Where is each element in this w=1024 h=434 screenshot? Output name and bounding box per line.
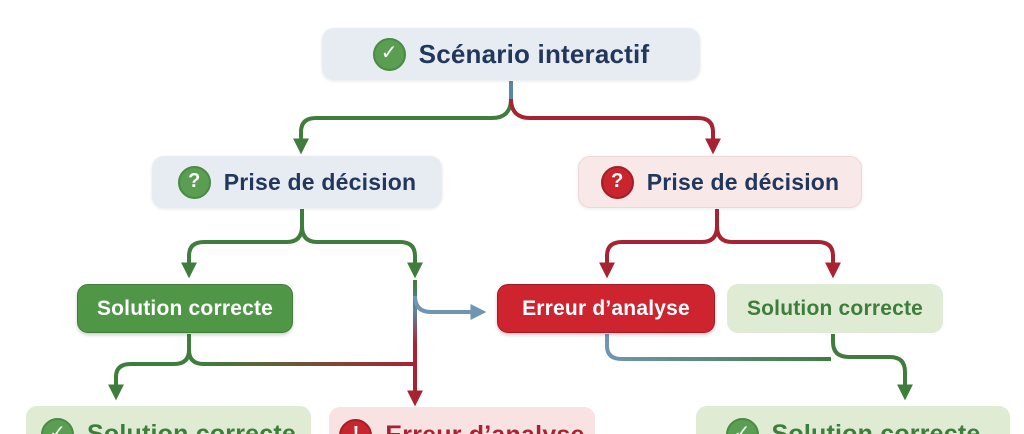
node-label: Prise de décision [223, 168, 417, 195]
exclamation-icon: ! [339, 418, 373, 434]
check-icon: ✓ [41, 417, 74, 434]
question-icon: ? [177, 165, 211, 199]
node-outcome-erreur: ! Erreur d’analyse [329, 407, 595, 434]
node-label: Erreur d’analyse [522, 296, 690, 320]
check-icon: ✓ [725, 417, 759, 434]
node-outcome-solution-right: ✓ Solution correcte [696, 406, 1010, 434]
question-icon: ? [600, 165, 634, 199]
node-label: Solution correcte [771, 419, 981, 434]
node-label: Scénario interactif [418, 38, 650, 69]
node-solution-correcte-right: Solution correcte [727, 284, 943, 333]
check-icon: ✓ [372, 37, 406, 71]
node-outcome-solution-left: ✓ Solution correcte [26, 406, 311, 434]
node-label: Solution correcte [746, 296, 924, 320]
node-solution-correcte-left: Solution correcte [77, 284, 293, 333]
node-label: Erreur d’analyse [385, 421, 584, 434]
node-label: Solution correcte [87, 419, 296, 434]
node-label: Prise de décision [646, 168, 840, 195]
node-decision-right: ? Prise de décision [578, 156, 862, 208]
node-label: Solution correcte [96, 296, 274, 320]
node-scenario-interactif: ✓ Scénario interactif [322, 28, 700, 80]
node-erreur-analyse: Erreur d’analyse [497, 284, 715, 333]
node-decision-left: ? Prise de décision [152, 156, 442, 208]
